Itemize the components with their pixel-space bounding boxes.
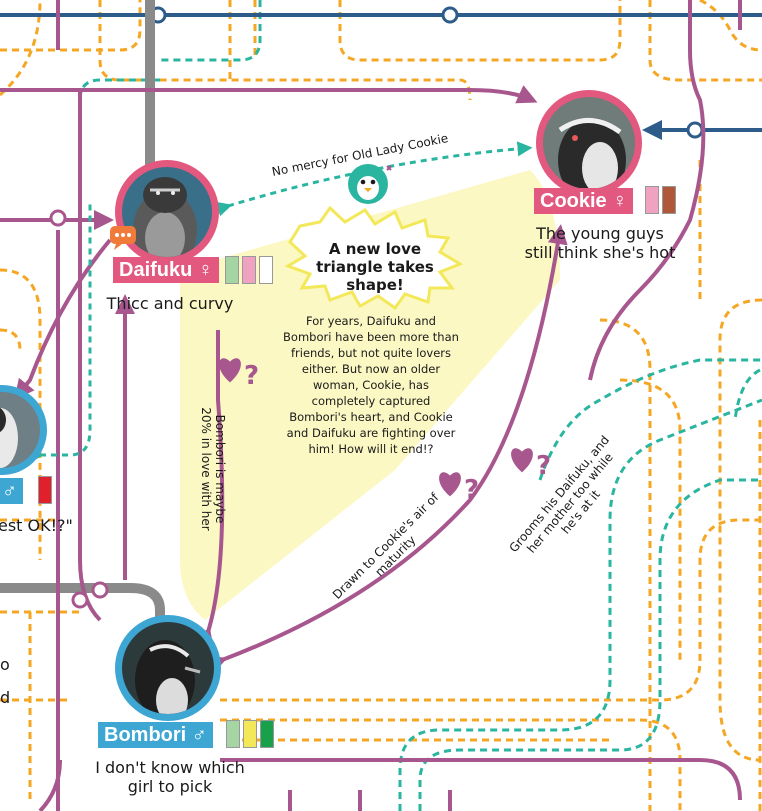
avatar-left-partial[interactable] (0, 385, 47, 475)
daifuku-caption: Thicc and curvy (106, 294, 234, 313)
relation-label-bombori-daifuku: Bombori is maybe 20% in love with her (199, 404, 227, 534)
color-swatch (226, 720, 240, 748)
color-swatch (242, 256, 256, 284)
name-tag-bombori: Bombori ♂ (98, 722, 213, 748)
male-gender-icon: ♂ (2, 480, 17, 502)
male-gender-icon: ♂ (191, 724, 207, 746)
color-swatch (38, 476, 52, 504)
female-gender-icon: ♀ (612, 190, 628, 212)
penguin-angry-icon (348, 164, 392, 204)
heart-question-icon: ? (439, 472, 479, 505)
color-swatch (662, 186, 676, 214)
color-swatch (645, 186, 659, 214)
headline: A new love triangle takes shape! (316, 240, 434, 294)
name-tag-daifuku: Daifuku ♀ (113, 257, 219, 283)
name-tag-cookie: Cookie ♀ (534, 188, 634, 214)
color-swatch (260, 720, 274, 748)
arrow-bombori-cookie (205, 224, 568, 675)
edge-fragment: o (0, 655, 10, 674)
daifuku-name: Daifuku (119, 259, 193, 281)
speech-burst (284, 205, 464, 311)
color-swatch (243, 720, 257, 748)
name-tag-left-partial: ♂ (0, 478, 23, 504)
avatar-cookie[interactable] (536, 90, 642, 202)
avatar-bombori[interactable] (115, 615, 225, 722)
relation-text: Bombori is maybe 20% in love with her (199, 407, 227, 531)
story-text: For years, Daifuku and Bombori have been… (283, 314, 459, 456)
bombori-caption: I don't know which girl to pick (95, 758, 245, 796)
heart-question-icon: ? (219, 358, 259, 391)
bombori-name: Bombori (104, 724, 187, 746)
heart-question-icon: ? (511, 448, 551, 481)
left-partial-caption: est OK!?" (0, 516, 73, 535)
svg-text:?: ? (464, 475, 479, 505)
arrow-cookie-daifuku-teal (29, 200, 92, 463)
svg-text:?: ? (244, 361, 259, 391)
avatar-daifuku[interactable] (110, 160, 230, 270)
speech-bubble-icon (110, 226, 136, 250)
cookie-name: Cookie (540, 190, 607, 212)
color-swatch (225, 256, 239, 284)
cookie-caption: The young guys still think she's hot (524, 224, 676, 262)
color-swatch (259, 256, 273, 284)
edge-fragment: d (0, 688, 11, 707)
female-gender-icon: ♀ (197, 259, 213, 281)
svg-text:?: ? (536, 451, 551, 481)
